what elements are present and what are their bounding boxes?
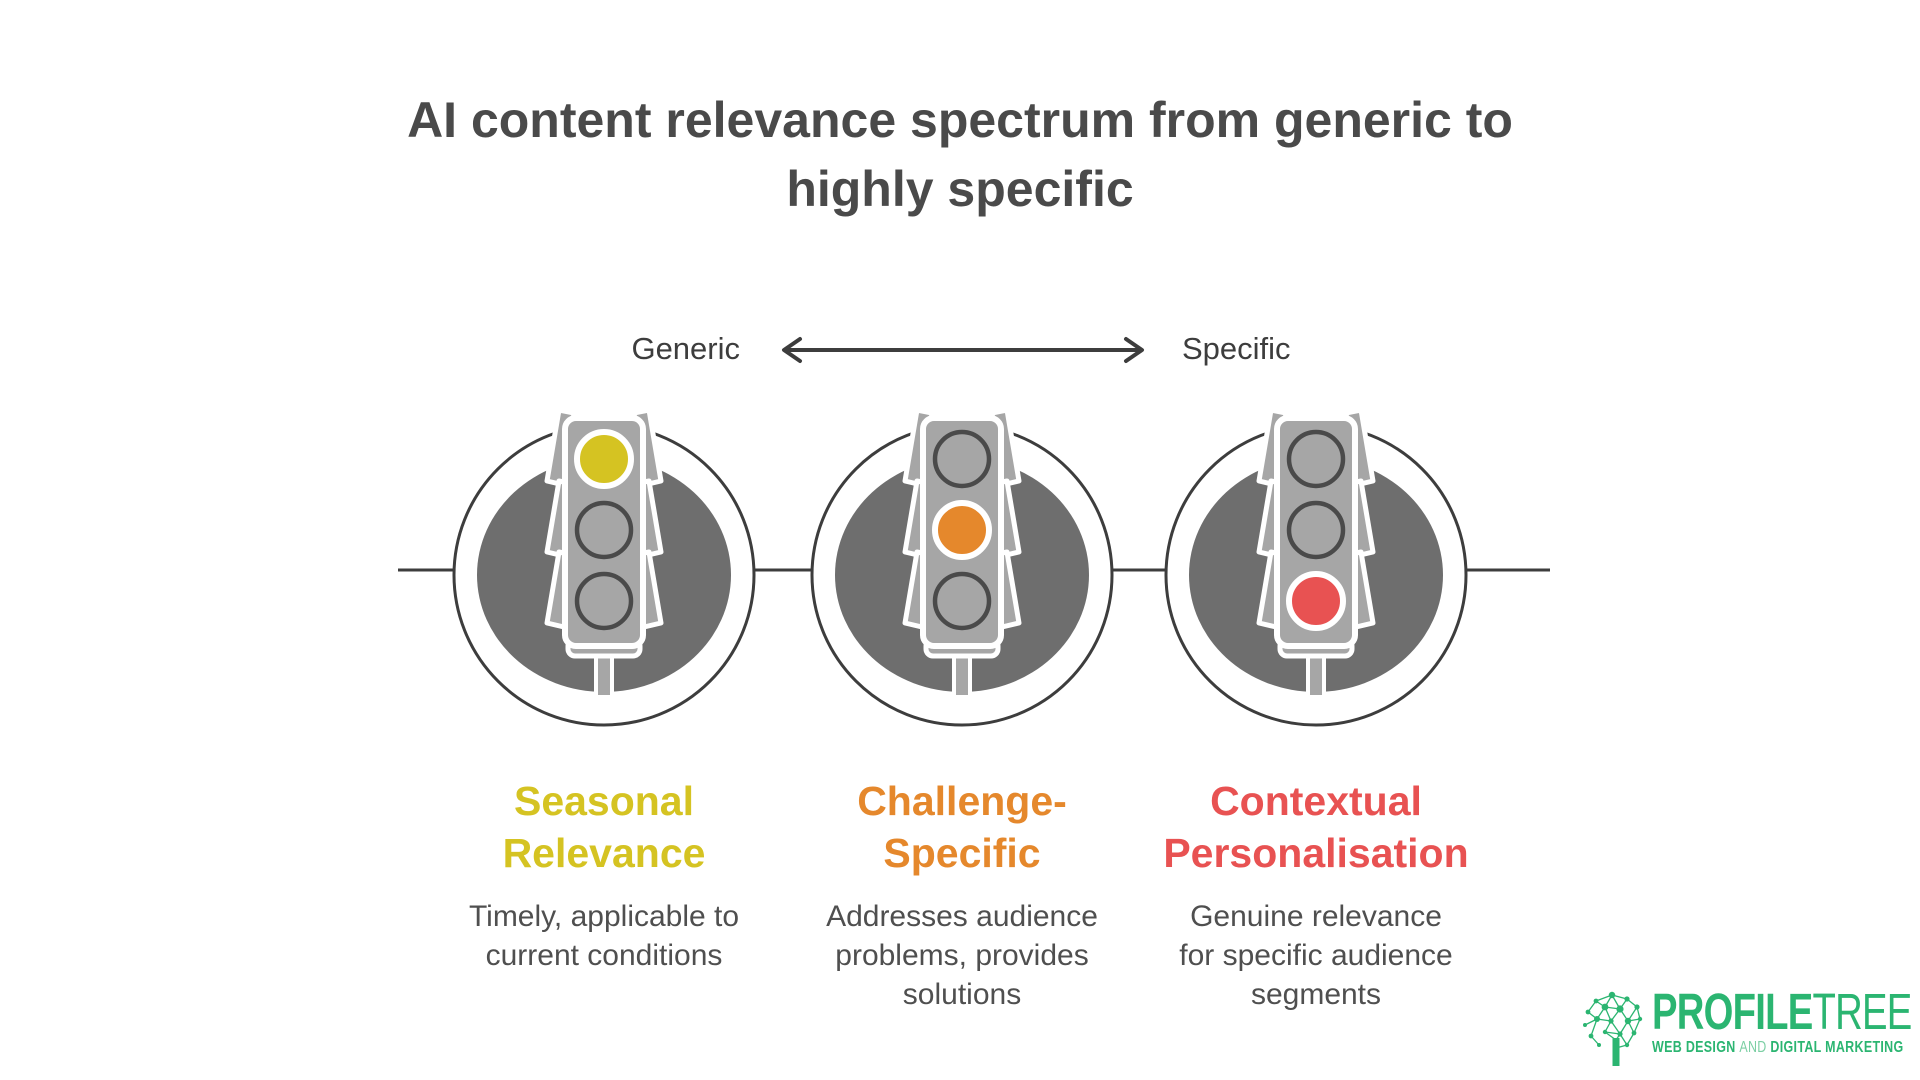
traffic-light-bulb-lit — [932, 500, 992, 560]
traffic-light-icon — [1256, 407, 1376, 699]
traffic-light-bulb — [1286, 500, 1346, 560]
logo-text: PROFILETREE WEB DESIGN AND DIGITAL MARKE… — [1652, 983, 1920, 1057]
stage-1-title: Seasonal Relevance — [502, 778, 706, 876]
stage-2-title: Challenge- Specific — [857, 778, 1067, 876]
traffic-light-bulb — [574, 500, 634, 560]
traffic-light-bulb — [932, 429, 992, 489]
spectrum-specific-label: Specific — [1182, 331, 1291, 366]
traffic-light-pole — [952, 651, 972, 699]
traffic-light-icon — [544, 407, 664, 699]
traffic-light-pole — [1306, 651, 1326, 699]
page-title: AI content relevance spectrum from gener… — [407, 92, 1513, 217]
profiletree-tree-icon — [1583, 991, 1643, 1066]
stage-3-traffic-light-group — [1164, 407, 1468, 727]
profiletree-logo: PROFILETREE WEB DESIGN AND DIGITAL MARKE… — [1583, 983, 1920, 1066]
traffic-light-bulb — [932, 571, 992, 631]
traffic-light-bulb-lit — [1286, 571, 1346, 631]
stage-3-description: Genuine relevance for specific audience … — [1179, 900, 1453, 1011]
brand-tagline: WEB DESIGN AND DIGITAL MARKETING — [1652, 1039, 1904, 1056]
traffic-light-bulb — [1286, 429, 1346, 489]
stage-1-description: Timely, applicable to current conditions — [468, 900, 740, 972]
stage-1-traffic-light-group — [452, 407, 756, 727]
traffic-light-icon — [902, 407, 1022, 699]
traffic-light-pole — [594, 651, 614, 699]
stage-2-description: Addresses audience problems, provides so… — [826, 900, 1098, 1011]
spectrum-generic-label: Generic — [631, 331, 740, 366]
traffic-light-bulb — [574, 571, 634, 631]
brand-wordmark: PROFILETREE — [1652, 983, 1912, 1040]
stage-2-traffic-light-group — [810, 407, 1114, 727]
traffic-light-bulb-lit — [574, 429, 634, 489]
stage-3-title: Contextual Personalisation — [1163, 778, 1469, 876]
double-arrow-icon — [782, 337, 1144, 363]
